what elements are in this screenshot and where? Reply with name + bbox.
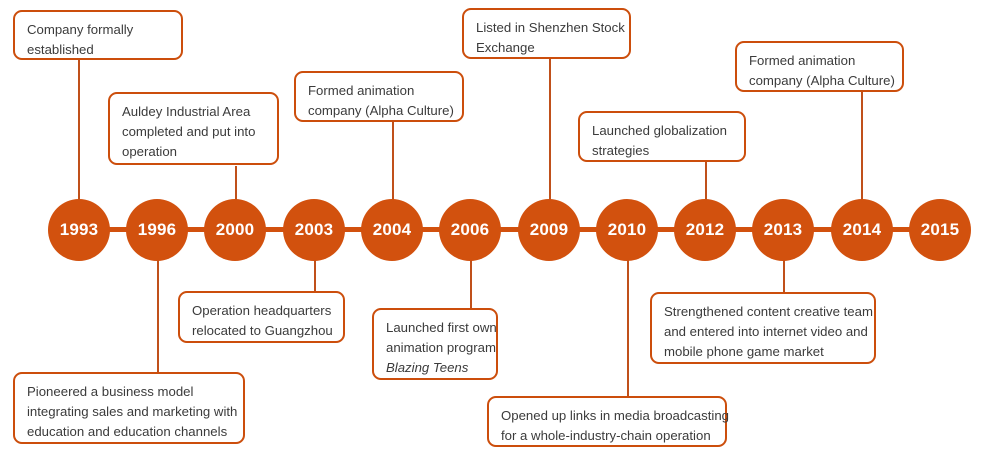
axis-segment xyxy=(421,227,443,232)
connector-line-2000 xyxy=(235,166,237,200)
event-text-line: established xyxy=(27,42,94,58)
year-node-1993[interactable]: 1993 xyxy=(48,199,110,261)
year-node-2009[interactable]: 2009 xyxy=(518,199,580,261)
connector-line-2013 xyxy=(783,260,785,293)
event-callout-2009[interactable]: Listed in Shenzhen Stock Exchange xyxy=(462,8,631,59)
year-node-label: 2010 xyxy=(607,220,647,239)
event-text-line: Pioneered a business model xyxy=(27,384,194,399)
event-text-line: strategies xyxy=(592,143,650,159)
event-callout-2006[interactable]: Launched first own animation program Bla… xyxy=(372,308,498,380)
event-text-line: mobile phone game market xyxy=(664,344,824,360)
event-callout-2003[interactable]: Operation headquarters relocated to Guan… xyxy=(178,291,345,343)
year-node-label: 2012 xyxy=(685,220,725,239)
event-text-line: for a whole-industry-chain operation xyxy=(501,428,711,444)
axis-segment xyxy=(499,227,521,232)
event-text-line-italic: Blazing Teens xyxy=(386,360,469,376)
year-node-label: 2014 xyxy=(842,220,882,239)
axis-segment xyxy=(343,227,365,232)
event-text-line: integrating sales and marketing with xyxy=(27,404,238,420)
event-text-line: animation program xyxy=(386,340,496,356)
event-text-line: and entered into internet video and xyxy=(664,324,868,340)
year-node-label: 2009 xyxy=(529,220,569,239)
year-node-2006[interactable]: 2006 xyxy=(439,199,501,261)
axis-segment xyxy=(890,227,912,232)
event-text-line: company (Alpha Culture) xyxy=(308,103,454,119)
year-node-1996[interactable]: 1996 xyxy=(126,199,188,261)
axis-segment xyxy=(734,227,756,232)
connector-line-2012 xyxy=(705,161,707,200)
year-node-label: 1996 xyxy=(137,220,177,239)
event-text-line: Listed in Shenzhen Stock xyxy=(476,20,625,35)
event-text-line: Launched globalization xyxy=(592,123,727,138)
event-text-line: education and education channels xyxy=(27,424,228,440)
event-text-line: Operation headquarters xyxy=(192,303,332,318)
year-node-label: 2015 xyxy=(920,220,960,239)
event-text-line: Formed animation xyxy=(749,53,856,68)
year-node-label: 1993 xyxy=(59,220,99,239)
event-callout-1993[interactable]: Company formally established xyxy=(13,10,183,60)
event-text-line: Formed animation xyxy=(308,83,415,98)
year-node-label: 2004 xyxy=(372,220,412,239)
event-text-line: Opened up links in media broadcasting xyxy=(501,408,729,423)
year-node-2013[interactable]: 2013 xyxy=(752,199,814,261)
year-node-label: 2006 xyxy=(450,220,490,239)
year-node-2012[interactable]: 2012 xyxy=(674,199,736,261)
axis-segment xyxy=(577,227,599,232)
event-callout-2004[interactable]: Formed animation company (Alpha Culture) xyxy=(294,71,464,122)
event-text-line: Company formally xyxy=(27,22,134,37)
connector-line-2010 xyxy=(627,260,629,397)
connector-line-2004 xyxy=(392,122,394,200)
event-text-line: Strengthened content creative team xyxy=(664,304,873,319)
year-node-2003[interactable]: 2003 xyxy=(283,199,345,261)
axis-segment xyxy=(264,227,286,232)
axis-segment xyxy=(186,227,208,232)
connector-line-2009 xyxy=(549,58,551,200)
event-callout-2010[interactable]: Opened up links in media broadcasting fo… xyxy=(487,396,729,447)
event-callout-1996[interactable]: Pioneered a business model integrating s… xyxy=(13,372,245,444)
year-node-2010[interactable]: 2010 xyxy=(596,199,658,261)
connector-line-2014 xyxy=(861,91,863,200)
event-callout-2012[interactable]: Launched globalization strategies xyxy=(578,111,746,162)
year-node-label: 2000 xyxy=(215,220,255,239)
event-text-line: operation xyxy=(122,144,177,160)
connector-line-1993 xyxy=(78,58,80,200)
axis-segment xyxy=(656,227,678,232)
year-node-2015[interactable]: 2015 xyxy=(909,199,971,261)
axis-segment xyxy=(108,227,130,232)
event-text-line: Exchange xyxy=(476,40,535,56)
connector-line-1996 xyxy=(157,260,159,373)
year-node-2004[interactable]: 2004 xyxy=(361,199,423,261)
year-node-label: 2003 xyxy=(294,220,334,239)
axis-segment xyxy=(812,227,834,232)
event-callout-2013[interactable]: Strengthened content creative team and e… xyxy=(650,292,876,364)
event-text-line: Launched first own xyxy=(386,320,497,335)
event-callout-2014[interactable]: Formed animation company (Alpha Culture) xyxy=(735,41,904,92)
year-node-label: 2013 xyxy=(763,220,803,239)
connector-line-2003 xyxy=(314,260,316,292)
year-node-2000[interactable]: 2000 xyxy=(204,199,266,261)
connector-line-2006 xyxy=(470,260,472,309)
event-text-line: Auldey Industrial Area xyxy=(122,104,251,119)
event-callout-2000[interactable]: Auldey Industrial Area completed and put… xyxy=(108,92,279,165)
event-text-line: completed and put into xyxy=(122,124,256,140)
event-text-line: relocated to Guangzhou xyxy=(192,323,333,339)
event-text-line: company (Alpha Culture) xyxy=(749,73,895,89)
year-node-2014[interactable]: 2014 xyxy=(831,199,893,261)
